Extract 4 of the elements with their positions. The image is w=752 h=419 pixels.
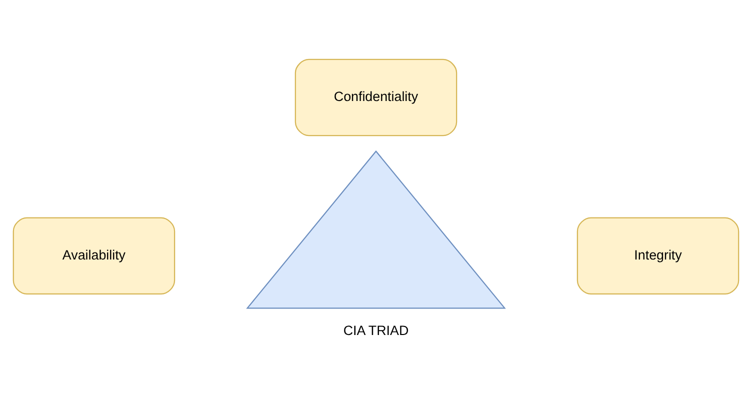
node-label: CIA TRIAD: [343, 322, 409, 338]
node-box: Availability: [12, 216, 176, 294]
node-box: Integrity: [576, 216, 740, 294]
node-box: Confidentiality: [294, 58, 458, 136]
